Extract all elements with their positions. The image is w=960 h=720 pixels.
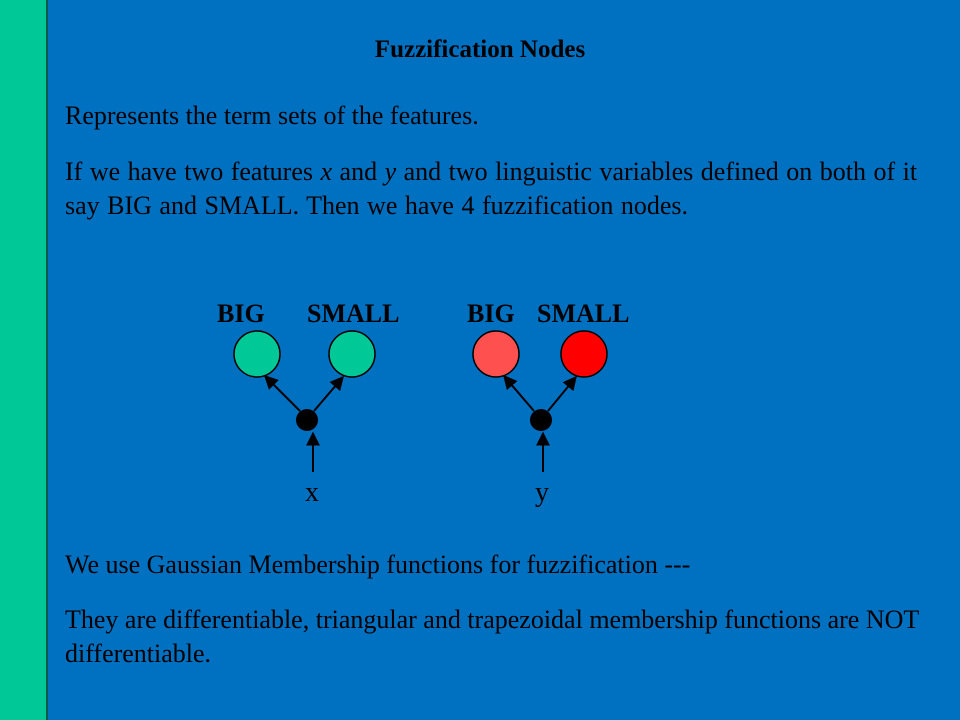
arrow-y-to-big	[503, 374, 535, 412]
variable-y: y	[384, 157, 397, 186]
arrow-x-to-big	[264, 375, 301, 412]
paragraph-gaussian: We use Gaussian Membership functions for…	[65, 550, 691, 579]
variable-x: x	[320, 157, 333, 186]
fuzzification-node-x-big	[233, 330, 281, 378]
fuzzification-node-x-small	[328, 330, 376, 378]
slide-title: Fuzzification Nodes	[374, 36, 586, 63]
node-label-x-small: SMALL	[307, 299, 399, 328]
input-node-x	[296, 409, 318, 431]
input-label-x: x	[305, 477, 319, 508]
fuzzification-node-y-small	[560, 330, 608, 378]
node-label-x-big: BIG	[217, 299, 265, 328]
arrow-y-to-small	[547, 375, 577, 412]
node-label-y-small: SMALL	[537, 299, 629, 328]
arrow-x-to-small	[313, 375, 344, 412]
node-label-y-big: BIG	[467, 299, 515, 328]
paragraph-features: If we have two features x and y and two …	[65, 155, 950, 223]
paragraph-features-part3: and two linguistic variables defined on …	[65, 157, 918, 220]
input-node-y	[530, 409, 552, 431]
paragraph-features-part1: If we have two features	[65, 157, 321, 186]
input-label-y: y	[535, 477, 549, 508]
left-accent-bar	[0, 0, 48, 720]
paragraph-features-part2: and	[332, 157, 385, 186]
fuzzification-node-y-big	[472, 330, 520, 378]
paragraph-differentiable: They are differentiable, triangular and …	[65, 605, 919, 668]
paragraph-term-sets: Represents the term sets of the features…	[65, 101, 479, 130]
